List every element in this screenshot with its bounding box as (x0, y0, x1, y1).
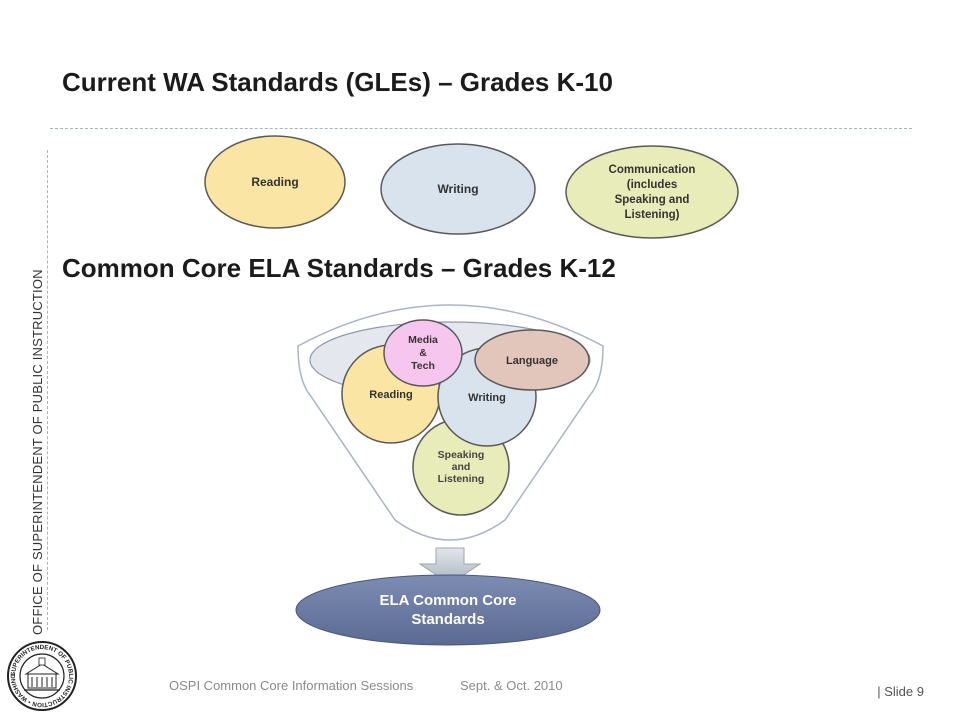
cc-writing-label: Writing (468, 392, 506, 404)
communication-label-line: Speaking and (615, 194, 690, 206)
current-reading-oval: Reading (204, 135, 346, 229)
footer-session-text: OSPI Common Core Information Sessions (169, 678, 414, 693)
cc-reading-label: Reading (369, 389, 412, 401)
base-label-line: ELA Common Core (380, 592, 517, 609)
current-communication-oval: Communication (includes Speaking and Lis… (565, 145, 739, 239)
media-tech-circle: Media & Tech (383, 319, 463, 387)
speaking-listening-label-line: Speaking (438, 449, 485, 461)
divider-line (50, 128, 912, 129)
communication-label-line: Communication (609, 164, 696, 176)
current-writing-label: Writing (437, 182, 478, 196)
ela-common-core-base: ELA Common Core Standards (295, 574, 601, 646)
language-oval: Language (474, 329, 590, 391)
media-tech-label-line: Tech (411, 360, 435, 372)
communication-label-line: Listening) (625, 209, 680, 221)
speaking-listening-label-line: and (452, 461, 471, 473)
speaking-listening-label-line: Listening (438, 473, 485, 485)
language-label: Language (506, 355, 558, 367)
footer-date-text: Sept. & Oct. 2010 (460, 678, 563, 693)
media-tech-label-line: & (419, 347, 427, 359)
media-tech-label-line: Media (408, 334, 438, 346)
side-divider-line (47, 150, 48, 630)
down-arrow-icon (418, 547, 482, 585)
base-label-line: Standards (411, 611, 484, 628)
current-reading-label: Reading (251, 175, 298, 189)
current-standards-title: Current WA Standards (GLEs) – Grades K-1… (62, 67, 613, 97)
slide-number: | Slide 9 (877, 684, 924, 699)
current-writing-oval: Writing (380, 143, 536, 235)
communication-label-line: (includes (627, 179, 677, 191)
common-core-title: Common Core ELA Standards – Grades K-12 (62, 253, 616, 283)
ospi-seal-logo: SUPERINTENDENT OF PUBLIC INSTRUCTION • W… (6, 640, 77, 711)
